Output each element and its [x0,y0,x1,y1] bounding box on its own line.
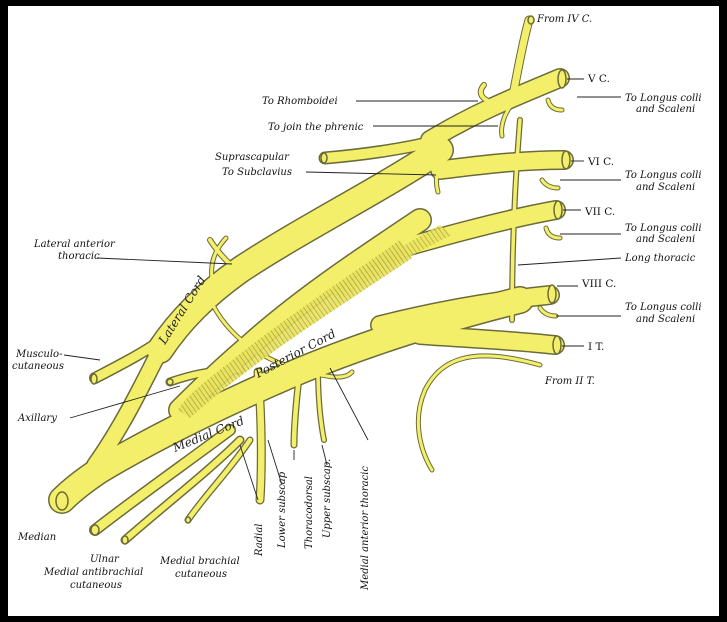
longus-colli-1-line1: To Longus colli [625,93,702,104]
longus-colli-4-line2: and Scaleni [636,314,695,325]
suprascapular-label: Suprascapular [215,152,290,163]
ulnar-label: Ulnar [90,554,120,565]
phrenic-label: To join the phrenic [268,122,364,133]
longus-colli-3-line1: To Longus colli [625,223,702,234]
root-c8-label: VIII C. [581,278,616,290]
root-t1-label: I T. [588,341,604,353]
thoracodorsal-label: Thoracodorsal [304,476,315,549]
longus-colli-2-line2: and Scaleni [636,182,695,193]
lower-subscap-label: Lower subscap [277,471,288,549]
medial-antibrachial-line1: Medial antibrachial [43,567,143,578]
medial-brachial-line2: cutaneous [175,569,227,580]
long-thoracic-label: Long thoracic [624,253,696,264]
lateral-anterior-thoracic-line1: Lateral anterior [33,239,116,250]
medial-brachial-line1: Medial brachial [159,556,240,567]
upper-subscap-label: Upper subscap. [322,459,333,538]
root-c6-label: VI C. [587,156,614,168]
musculocutaneous-line2: cutaneous [12,361,64,372]
longus-colli-4-line1: To Longus colli [625,302,702,313]
axillary-label: Axillary [17,413,57,424]
median-label: Median [17,532,56,543]
musculocutaneous-line1: Musculo- [15,349,63,360]
medial-anterior-thoracic-label: Medial anterior thoracic [360,466,371,591]
root-c5-label: V C. [587,73,610,85]
radial-label: Radial [254,524,265,557]
lateral-anterior-thoracic-line2: thoracic [58,251,100,262]
subclavius-label: To Subclavius [222,167,292,178]
root-c4-label: From IV C. [536,14,592,25]
root-t2-label: From II T. [544,376,595,387]
longus-colli-1-line2: and Scaleni [636,104,695,115]
medial-antibrachial-line2: cutaneous [70,580,122,591]
root-c7-label: VII C. [584,206,615,218]
longus-colli-3-line2: and Scaleni [636,234,695,245]
rhomboidei-label: To Rhomboidei [262,96,338,107]
longus-colli-2-line1: To Longus colli [625,170,702,181]
